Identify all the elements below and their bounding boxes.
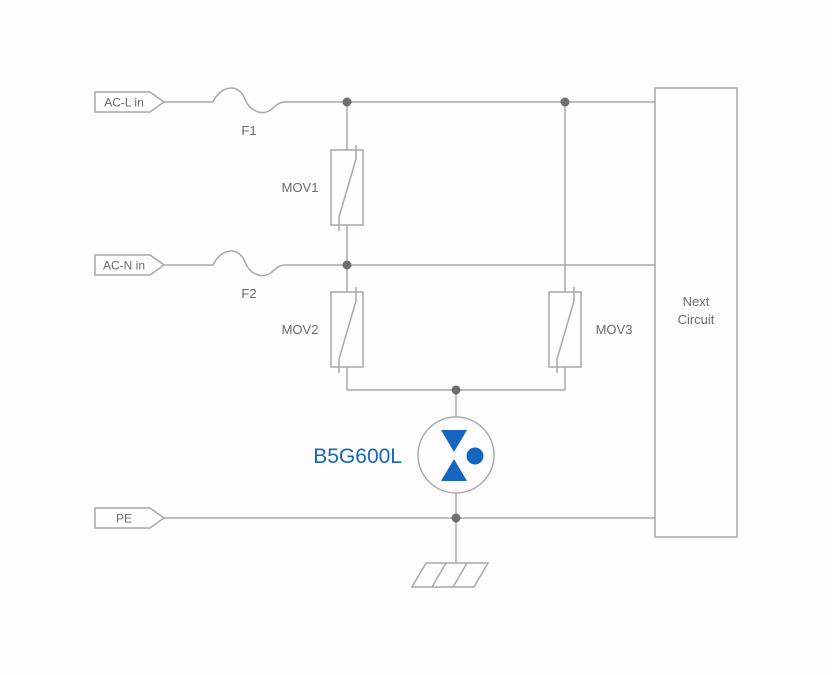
- fuse-f1-label: F1: [241, 123, 256, 138]
- fuse-f2-label: F2: [241, 286, 256, 301]
- junction-dot-l-mov3: [560, 97, 570, 107]
- junction-dot-l-mov1: [342, 97, 352, 107]
- terminal-pe-shape: [94, 507, 166, 529]
- varistor-mov1-label: MOV1: [282, 180, 319, 195]
- varistor-mov2-symbol: [338, 287, 357, 373]
- fuse-f2: F2: [212, 250, 286, 301]
- varistor-mov2: MOV2: [282, 287, 364, 373]
- fuse-f2-symbol: [212, 250, 286, 277]
- gdt-dot-icon: [466, 447, 484, 465]
- junction-dots: [342, 97, 570, 523]
- terminal-ac-n-label: AC-N in: [103, 259, 145, 273]
- terminal-pe-label: PE: [116, 512, 132, 526]
- varistor-mov3-symbol: [556, 287, 575, 373]
- next-circuit-label-line2: Circuit: [678, 312, 715, 327]
- ground-outline: [410, 562, 490, 588]
- next-circuit-block: Next Circuit: [654, 87, 738, 538]
- varistor-mov1-symbol: [338, 145, 357, 231]
- fuse-f1-symbol: [212, 87, 286, 114]
- gdt-label: B5G600L: [313, 445, 402, 468]
- gdt-triangle-up-icon: [441, 459, 467, 481]
- terminal-ac-l-in: AC-L in: [94, 91, 166, 113]
- next-circuit-label-line1: Next: [683, 294, 710, 309]
- varistor-mov3: MOV3: [548, 287, 633, 373]
- gdt-body: [417, 416, 495, 494]
- terminal-ac-n-shape: [94, 254, 166, 276]
- varistor-mov3-label: MOV3: [596, 322, 633, 337]
- gdt-b5g600l: B5G600L: [313, 416, 495, 494]
- junction-dot-n-mov2: [342, 260, 352, 270]
- terminal-ac-l-label: AC-L in: [104, 96, 144, 110]
- ground-hatch-2: [452, 562, 468, 588]
- terminal-ac-l-shape: [94, 91, 166, 113]
- terminal-ac-n-in: AC-N in: [94, 254, 166, 276]
- varistor-mov1: MOV1: [282, 145, 364, 231]
- gdt-triangle-down-icon: [441, 430, 467, 452]
- ground-hatch-1: [431, 562, 447, 588]
- varistor-mov2-label: MOV2: [282, 322, 319, 337]
- next-circuit-box: [654, 87, 738, 538]
- terminal-pe: PE: [94, 507, 166, 529]
- ground-symbol: [410, 562, 490, 588]
- fuse-f1: F1: [212, 87, 286, 138]
- junction-dot-pe: [451, 513, 461, 523]
- junction-dot-gdt-bus: [451, 385, 461, 395]
